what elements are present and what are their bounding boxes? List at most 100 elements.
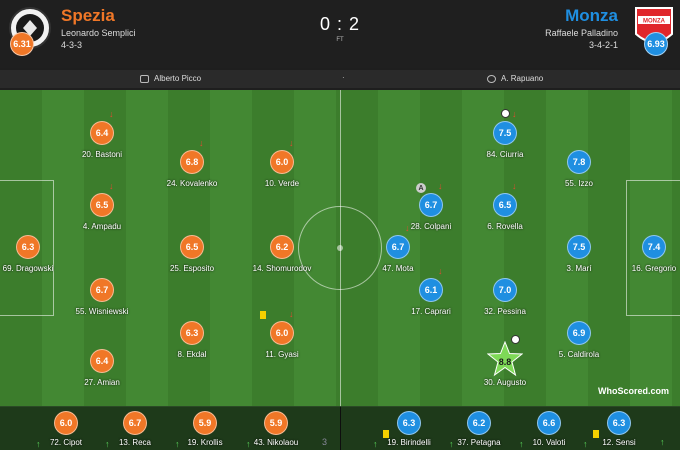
player-augusto[interactable]: 8.8 30. Augusto [465,335,545,391]
sub-valoti[interactable]: ↑ 6.6 10. Valoti [511,407,587,450]
sub-nikolaou[interactable]: ↑ 5.9 43. Nikolaou [238,407,314,450]
arrow-down-icon: ↓ [405,223,410,233]
player-rating: 8.8 [498,357,512,367]
player-gregorio[interactable]: 7.4 16. Gregorio [614,235,680,277]
player-rating: 6.0 [54,411,78,435]
player-name: 32. Pessina [484,307,526,316]
player-name: 72. Cipot [49,438,83,447]
player-dragowski[interactable]: 6.3 69. Dragowski [0,235,68,277]
player-rating: 6.5 [180,235,204,259]
player-bastoni[interactable]: ↓ 6.4 20. Bastoni [62,109,142,163]
player-name: 4. Ampadu [82,222,122,231]
captain-icon: A [416,183,426,193]
yellow-card-icon [260,311,266,319]
player-mota[interactable]: ↓ 6.7 47. Mota [358,223,438,277]
arrow-up-icon: ↑ [583,439,588,449]
player-colpani[interactable]: A ↓ 6.7 28. Colpani [391,181,471,235]
player-mari[interactable]: 7.5 3. Marí [539,235,619,277]
arrow-down-icon: ↓ [199,138,204,148]
yellow-card-icon [383,430,389,438]
arrow-down-icon: ↓ [512,181,517,191]
match-status: FT [336,37,344,43]
player-wisniewski[interactable]: 6.7 55. Wisniewski [62,278,142,320]
player-name: 11. Gyasi [265,350,299,359]
player-name: 8. Ekdal [177,350,207,359]
sub-petagna[interactable]: ↑ 6.2 37. Petagna [441,407,517,450]
separator-dot: · [342,73,345,82]
player-rating: 6.0 [270,150,294,174]
player-ciurria[interactable]: ↓ 7.5 84. Ciurria [465,109,545,163]
away-team-name[interactable]: Monza [565,6,618,25]
center-spot [337,245,343,251]
yellow-card-icon [593,430,599,438]
player-kovalenko[interactable]: ↓ 6.8 24. Kovalenko [152,138,232,192]
ball-icon [511,335,520,344]
player-esposito[interactable]: 6.5 25. Esposito [152,235,232,277]
player-ampadu[interactable]: ↓ 6.5 4. Ampadu [62,181,142,235]
player-name: 27. Amian [84,378,120,387]
player-rating: 6.8 [180,150,204,174]
player-ekdal[interactable]: 6.3 8. Ekdal [152,321,232,363]
officials-bar: Alberto Picco · A. Rapuano [0,70,680,88]
arrow-down-icon: ↓ [438,181,443,191]
player-rating: 6.3 [607,411,631,435]
home-team-name[interactable]: Spezia [61,6,115,25]
sub-reca[interactable]: ↑ 6.7 13. Reca [97,407,173,450]
player-rating: 6.6 [537,411,561,435]
match-score: 0 : 2 [319,14,361,34]
home-team-rating: 6.31 [10,32,34,56]
player-caldirola[interactable]: 6.9 5. Caldirola [539,321,619,363]
player-gyasi[interactable]: ↓ 6.0 11. Gyasi [242,309,322,363]
player-rating: 7.4 [642,235,666,259]
player-rating: 6.4 [90,349,114,373]
star-icon [487,341,523,377]
player-shomurodov[interactable]: 6.2 14. Shomurodov [242,235,322,277]
player-name: 19. Krollis [187,438,223,447]
home-bench-more[interactable]: 3 [322,437,328,447]
stadium-icon [140,74,149,83]
sub-cipot[interactable]: ↑ 6.0 72. Cipot [28,407,104,450]
player-name: 24. Kovalenko [166,179,218,188]
player-rating: 6.9 [567,321,591,345]
player-name: 17. Caprari [411,307,451,316]
ball-icon [501,109,510,118]
player-pessina[interactable]: 7.0 32. Pessina [465,278,545,320]
player-name: 20. Bastoni [81,150,123,159]
away-coach: A. Rapuano [487,74,543,83]
arrow-up-icon: ↑ [105,439,110,449]
player-name: 43. Nikolaou [253,438,299,447]
away-coach-name: A. Rapuano [501,74,544,83]
player-rating: 6.4 [90,121,114,145]
player-rating: 6.7 [123,411,147,435]
arrow-down-icon: ↓ [289,309,294,319]
player-name: 6. Rovella [487,222,523,231]
player-rating: 6.2 [467,411,491,435]
away-bench-more[interactable]: ↑ [660,437,665,447]
player-caprari[interactable]: ↓ 6.1 17. Caprari [391,266,471,320]
sub-birindelli[interactable]: ↑ 6.3 19. Birindelli [371,407,447,450]
player-rating: 6.0 [270,321,294,345]
player-rating: 7.5 [493,121,517,145]
player-rating: 7.0 [493,278,517,302]
player-name: 14. Shomurodov [252,264,312,273]
substitutes-bar: ↑ 6.0 72. Cipot ↑ 6.7 13. Reca ↑ 5.9 19.… [0,406,680,450]
player-name: 5. Caldirola [558,350,600,359]
player-verde[interactable]: ↓ 6.0 10. Verde [242,138,322,192]
player-rating: 7.5 [567,235,591,259]
player-rating: 6.7 [419,193,443,217]
sub-krollis[interactable]: ↑ 5.9 19. Krollis [167,407,243,450]
player-amian[interactable]: 6.4 27. Amian [62,349,142,391]
home-coach: Alberto Picco [140,74,201,83]
player-name: 84. Ciurria [486,150,524,159]
player-rating: 6.7 [90,278,114,302]
arrow-down-icon: ↓ [289,138,294,148]
away-manager: Raffaele Palladino [545,28,618,38]
player-izzo[interactable]: 7.8 55. Izzo [539,150,619,192]
player-name: 30. Augusto [483,378,527,387]
player-rating: 5.9 [264,411,288,435]
player-rovella[interactable]: ↓ 6.5 6. Rovella [465,181,545,235]
bench-divider [340,407,341,450]
arrow-up-icon: ↑ [246,439,251,449]
sub-sensi[interactable]: ↑ 6.3 12. Sensi [581,407,657,450]
pitch: ↓ 6.4 20. Bastoni ↓ 6.5 4. Ampadu 6.3 69… [0,90,680,406]
